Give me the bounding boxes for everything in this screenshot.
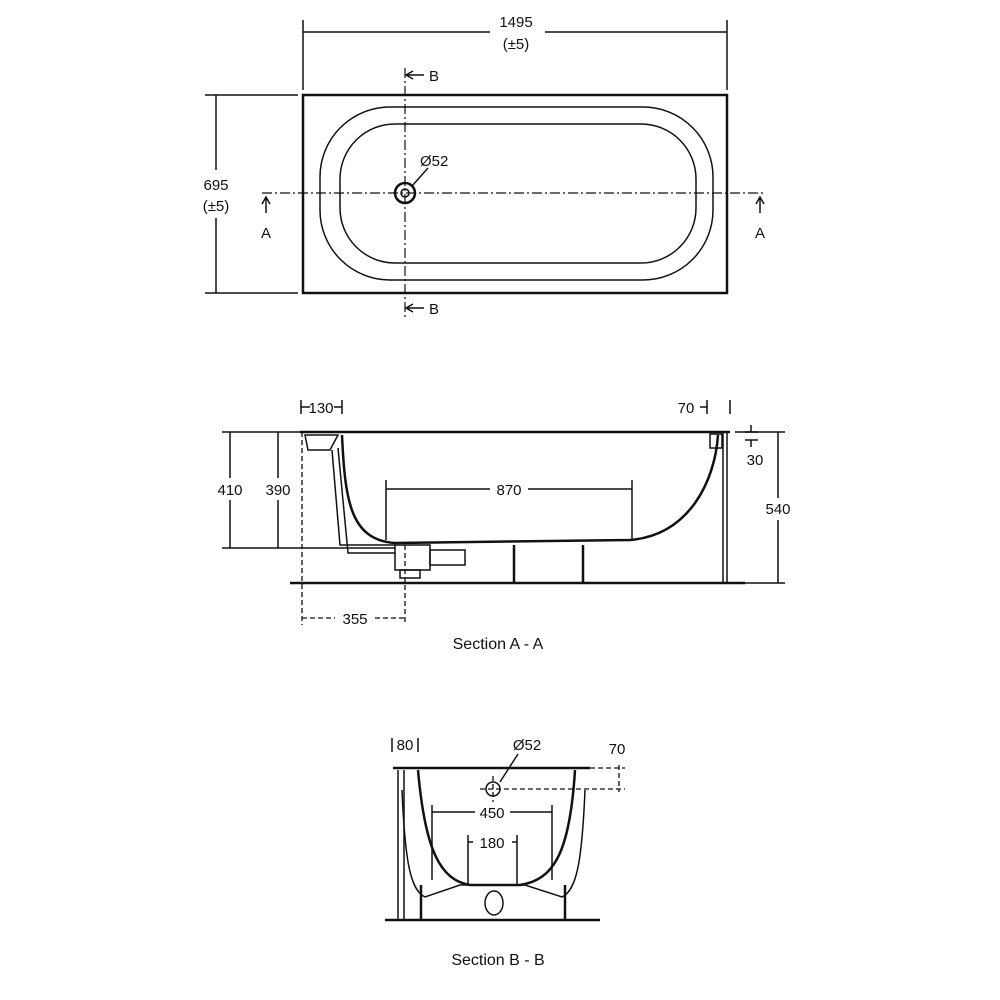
trap-outlet <box>429 549 466 566</box>
dim-line <box>745 425 758 447</box>
length-dimension: 1495 <box>499 14 532 31</box>
rim-dimension: 80 <box>397 737 414 754</box>
tub-outline <box>301 93 729 295</box>
base-length-dimension: 870 <box>496 482 521 499</box>
trap <box>484 890 504 916</box>
section-a-right: A <box>755 225 765 242</box>
dim-line <box>229 432 279 548</box>
dim-line <box>391 738 419 752</box>
arrow-up-icon <box>755 195 765 213</box>
section-b-top: B <box>429 68 439 85</box>
dim-line <box>301 432 406 625</box>
overflow-height-dimension: 70 <box>609 741 626 758</box>
dim-line <box>700 400 731 414</box>
dim-line <box>431 805 553 880</box>
section-b-b: Ø52 70 80 450 180 Section B - B <box>385 737 625 969</box>
rim-thickness-dimension: 30 <box>747 452 764 469</box>
centerline <box>480 765 625 802</box>
rim-edge <box>709 433 723 449</box>
panel-line <box>397 770 405 920</box>
rim-left-dimension: 130 <box>308 400 333 417</box>
waste-pipe <box>331 447 395 554</box>
ext-line <box>222 431 395 549</box>
section-b-b-title: Section B - B <box>451 952 544 969</box>
total-height-dimension: 540 <box>765 501 790 518</box>
drain-offset-dimension: 355 <box>342 611 367 628</box>
leg-spacing-dimension: 180 <box>479 835 504 852</box>
dim-line <box>735 431 785 584</box>
base-width-dimension: 450 <box>479 805 504 822</box>
outer-depth-dimension: 410 <box>217 482 242 499</box>
tub-profile <box>340 434 720 545</box>
rim-right-dimension: 70 <box>678 400 695 417</box>
section-a-a: 130 70 30 410 390 540 870 355 Section A … <box>217 400 791 653</box>
arrow-up-icon <box>261 195 271 213</box>
width-dimension: 695 <box>203 177 228 194</box>
width-tolerance: (±5) <box>203 198 230 215</box>
inner-depth-dimension: 390 <box>265 482 290 499</box>
section-a-left: A <box>261 225 271 242</box>
trap-base <box>399 569 421 579</box>
arrow-left-icon <box>404 70 424 80</box>
top-view: Ø52 1495 (±5) 695 (±5) A A B B <box>203 14 765 320</box>
dim-line <box>467 835 518 885</box>
leader-line <box>499 753 519 783</box>
arrow-left-icon <box>404 303 424 313</box>
dim-line <box>385 480 633 540</box>
section-b-bottom: B <box>429 301 439 318</box>
drain-diameter: Ø52 <box>420 153 448 170</box>
trap <box>394 544 431 571</box>
dim-line <box>300 400 343 414</box>
cradle-frame <box>401 789 586 898</box>
length-tolerance: (±5) <box>503 36 530 53</box>
overflow-diameter: Ø52 <box>513 737 541 754</box>
leader-line <box>411 167 429 187</box>
overflow <box>304 434 340 451</box>
section-a-a-title: Section A - A <box>453 636 544 653</box>
